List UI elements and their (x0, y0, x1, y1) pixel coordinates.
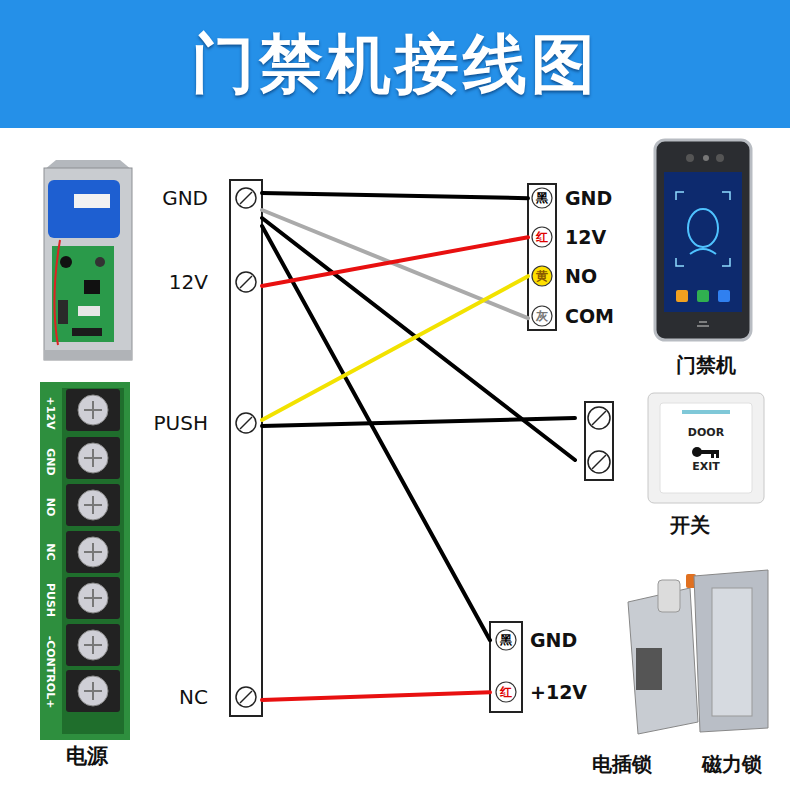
terminal: NC (130, 682, 262, 712)
terminal-label: NC (43, 543, 56, 560)
terminal-strip (230, 180, 262, 716)
pin-label: NO (565, 265, 597, 288)
terminal-label: -CONTROL+ (43, 636, 56, 709)
device-label: 开关 (670, 513, 710, 537)
terminal-label: NO (43, 498, 56, 517)
title-box: 门禁机接线图 (0, 0, 790, 128)
pin: 黄 NO (528, 263, 628, 289)
access-controller: 门禁机 (648, 136, 764, 380)
wire (262, 418, 575, 426)
terminal: 12V (130, 267, 262, 297)
wire-color-char: 黄 (536, 269, 548, 283)
button-text: DOOR (688, 426, 724, 439)
access-controller-device (655, 140, 751, 340)
wire-color-char: 黑 (500, 633, 512, 647)
title: 门禁机接线图 (191, 21, 599, 108)
lock-terminal (490, 622, 522, 712)
wire (262, 218, 575, 460)
pin-label: 12V (565, 226, 606, 249)
wire-color-char: 红 (536, 230, 548, 244)
wire-color-char: 红 (500, 685, 512, 699)
terminal-label: PUSH (43, 583, 56, 617)
device-label: 电源 (66, 744, 108, 769)
lock: 电插锁 磁力锁 (590, 570, 780, 780)
pin: 黑 GND (490, 627, 590, 653)
exit-button (585, 393, 764, 503)
pin: 黑 GND (528, 185, 628, 211)
terminal-label: GND (43, 448, 56, 475)
exit-button: DOOR EXIT 开关 (575, 392, 770, 542)
pin: 红 12V (528, 224, 628, 250)
power-terminal-block (40, 382, 130, 740)
wire-color-char: 黑 (536, 191, 548, 205)
wire (262, 276, 528, 420)
terminal-label: +12V (43, 396, 56, 429)
wire-color-char: 灰 (536, 309, 548, 323)
pin-label: GND (530, 629, 577, 652)
button-text: EXIT (692, 460, 720, 473)
pin-label: COM (565, 305, 614, 328)
wire (262, 193, 528, 198)
terminal: PUSH (130, 408, 262, 438)
wire (262, 226, 490, 640)
power-supply-unit (44, 160, 132, 360)
wire (262, 237, 528, 286)
pin-label: +12V (530, 681, 587, 704)
terminal: GND (130, 183, 262, 213)
device-label: 电插锁 (592, 752, 652, 776)
terminal-label: PUSH (154, 411, 208, 435)
wire (262, 692, 490, 700)
title-band (0, 0, 790, 128)
pin: 红 +12V (490, 679, 590, 705)
pin: 灰 COM (528, 303, 628, 329)
terminal-label: 12V (169, 270, 208, 294)
terminal-label: GND (162, 186, 208, 210)
pin-label: GND (565, 187, 612, 210)
controller-terminal (528, 184, 556, 330)
power-terminal-block: +12V GND NO NC PUSH -CONTROL+ 电源 (36, 380, 140, 776)
lock-illustration (628, 570, 768, 734)
terminal-label: NC (179, 685, 208, 709)
device-label: 磁力锁 (702, 752, 762, 776)
device-label: 门禁机 (676, 353, 736, 377)
